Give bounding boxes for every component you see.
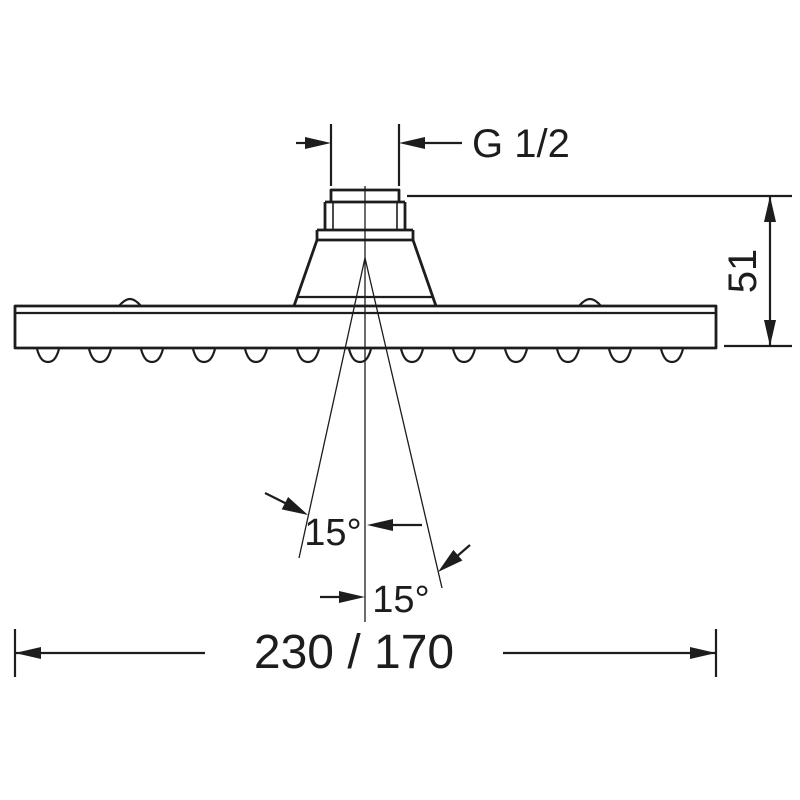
thread-extension-lines (329, 124, 401, 186)
dimension-height: 51 (407, 194, 792, 348)
dimension-width: 230 / 170 (13, 626, 718, 679)
plate-outline (13, 304, 718, 350)
spray-angle-line-left (298, 257, 366, 559)
arrow-down-left-icon (438, 549, 463, 572)
shower-head-plate (13, 297, 718, 364)
spray-angle-line-right (364, 257, 443, 589)
arrow-up-icon (764, 196, 776, 222)
arrow-left-icon (367, 519, 393, 531)
angle-label-upper: 15° (304, 512, 361, 554)
connector-nut (315, 188, 415, 242)
mounting-cone (292, 239, 438, 307)
nut-flange (315, 228, 415, 242)
cone-right-edge (411, 239, 438, 307)
arrow-left-icon (399, 137, 425, 149)
arrow-left-icon (15, 647, 41, 659)
spray-nozzles (35, 348, 685, 364)
arrow-right-icon (690, 647, 716, 659)
arrow-right-icon (339, 591, 365, 603)
construction-lines (298, 186, 443, 622)
cone-left-edge (292, 239, 319, 307)
arrow-right-icon (305, 137, 331, 149)
thread-outline (329, 188, 401, 202)
arrow-down-icon (764, 320, 776, 346)
arrow-down-right-icon (281, 497, 308, 515)
nut-facet-lines (332, 203, 398, 229)
width-dimension-label: 230 / 170 (254, 626, 454, 679)
height-dimension-label: 51 (721, 249, 765, 294)
angle-annotation-upper: 15° (264, 492, 422, 554)
upper-angle-tail-left (264, 492, 288, 505)
thread-size-label: G 1/2 (472, 122, 570, 166)
plate-top-bumps (118, 297, 602, 307)
angle-label-lower: 15° (372, 579, 429, 621)
angle-annotation-lower: 15° (320, 544, 471, 621)
nut-body-sides (323, 202, 407, 230)
dimension-thread: G 1/2 (296, 122, 570, 186)
